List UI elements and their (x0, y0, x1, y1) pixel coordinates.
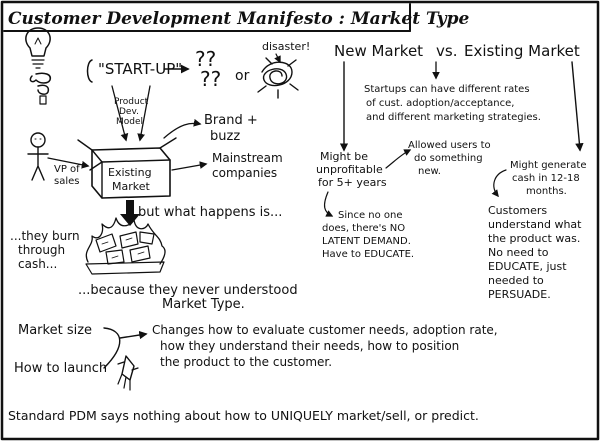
unprofitable-label-2: unprofitable (316, 163, 383, 176)
box-icon (77, 137, 177, 199)
customers-understand-1: Customers (488, 204, 547, 217)
brand-buzz-label-2: buzz (210, 129, 240, 144)
stick-figure-icon (27, 132, 49, 181)
brand-buzz-arrow (163, 118, 202, 139)
product-dev-model-label-3: Model (116, 117, 143, 127)
startups-note-2: of cust. adoption/acceptance, (366, 98, 514, 109)
customers-understand-5: EDUCATE, just (488, 260, 567, 273)
market-size-label: Market size (18, 323, 92, 338)
startups-note-3: and different marketing strategies. (366, 112, 541, 123)
or-label: or (235, 68, 250, 84)
mainstream-arrow (171, 161, 208, 171)
lightbulb-icon (25, 27, 51, 69)
burn-cash-label-1: ...they burn (10, 229, 80, 243)
since-no-one-3: LATENT DEMAND. (322, 236, 411, 247)
might-generate-arrow (491, 169, 507, 198)
changes-line-3: the product to the customer. (160, 355, 332, 369)
product-dev-model-label-2: Dev. (119, 107, 139, 117)
mainstream-label-1: Mainstream (212, 151, 283, 165)
vp-sales-label-1: VP of (54, 164, 80, 175)
might-generate-2: cash in 12-18 (512, 173, 580, 184)
arrow-into-box-1 (111, 85, 129, 142)
might-generate-3: months. (526, 186, 567, 197)
changes-line-2: how they understand their needs, how to … (160, 339, 459, 353)
lightbulb-icon (29, 72, 52, 105)
footer-note: Standard PDM says nothing about how to U… (8, 408, 479, 423)
new-market-heading: New Market (334, 42, 423, 60)
product-dev-model-label-1: Product (114, 97, 149, 107)
customers-understand-6: needed to (488, 274, 544, 287)
allowed-users-label-2: do something (414, 153, 483, 164)
mainstream-label-2: companies (212, 166, 277, 180)
allowed-users-arrow (385, 149, 412, 169)
arrow-into-box-2 (137, 85, 151, 142)
since-no-one-arrow (323, 191, 334, 217)
bottom-bracket-arrow (119, 330, 148, 340)
since-no-one-1: Since no one (338, 210, 403, 221)
existing-market-heading: Existing Market (464, 42, 580, 60)
how-to-launch-label: How to launch (14, 361, 107, 376)
burning-money-icon (85, 217, 166, 275)
burn-cash-label-3: cash... (18, 257, 57, 271)
disaster-arrow (274, 53, 281, 64)
customers-understand-3: the product was. (488, 232, 580, 245)
might-generate-1: Might generate (510, 160, 587, 171)
arrow-icon (120, 200, 140, 226)
unprofitable-label-3: for 5+ years (318, 176, 387, 189)
customers-understand-2: understand what (488, 218, 582, 231)
bottom-bracket (103, 327, 121, 369)
allowed-users-label-1: Allowed users to (408, 140, 491, 151)
since-no-one-2: does, there's NO (322, 223, 405, 234)
scribble-disaster-icon (257, 57, 299, 99)
because-label-2: Market Type. (162, 297, 245, 312)
box-label-2: Market (112, 180, 150, 193)
box-label-1: Existing (108, 166, 152, 179)
question-marks-2: ?? (200, 67, 221, 91)
vp-sales-label-2: sales (54, 176, 79, 187)
startups-note-1: Startups can have different rates (364, 84, 530, 95)
burn-cash-label-2: through (18, 243, 65, 257)
customers-understand-4: No need to (488, 246, 549, 259)
unprofitable-label-1: Might be (320, 150, 368, 163)
startup-label: "START-UP" (98, 60, 182, 78)
rocket-icon (117, 355, 139, 391)
customers-understand-7: PERSUADE. (488, 288, 551, 301)
but-what-label: but what happens is... (138, 205, 282, 220)
because-label-1: ...because they never understood (78, 283, 298, 298)
disaster-label: disaster! (262, 40, 310, 53)
brand-buzz-label-1: Brand + (204, 113, 258, 128)
changes-line-1: Changes how to evaluate customer needs, … (152, 323, 498, 337)
question-marks: ?? (195, 47, 216, 71)
allowed-users-label-3: new. (418, 166, 441, 177)
vp-to-box-arrow (47, 157, 90, 169)
page-title: Customer Development Manifesto : Market … (8, 9, 470, 29)
vs-label: vs. (436, 42, 457, 60)
existing-market-arrow (571, 61, 584, 152)
since-no-one-4: Have to EDUCATE. (322, 249, 414, 260)
startup-bracket (86, 59, 93, 83)
